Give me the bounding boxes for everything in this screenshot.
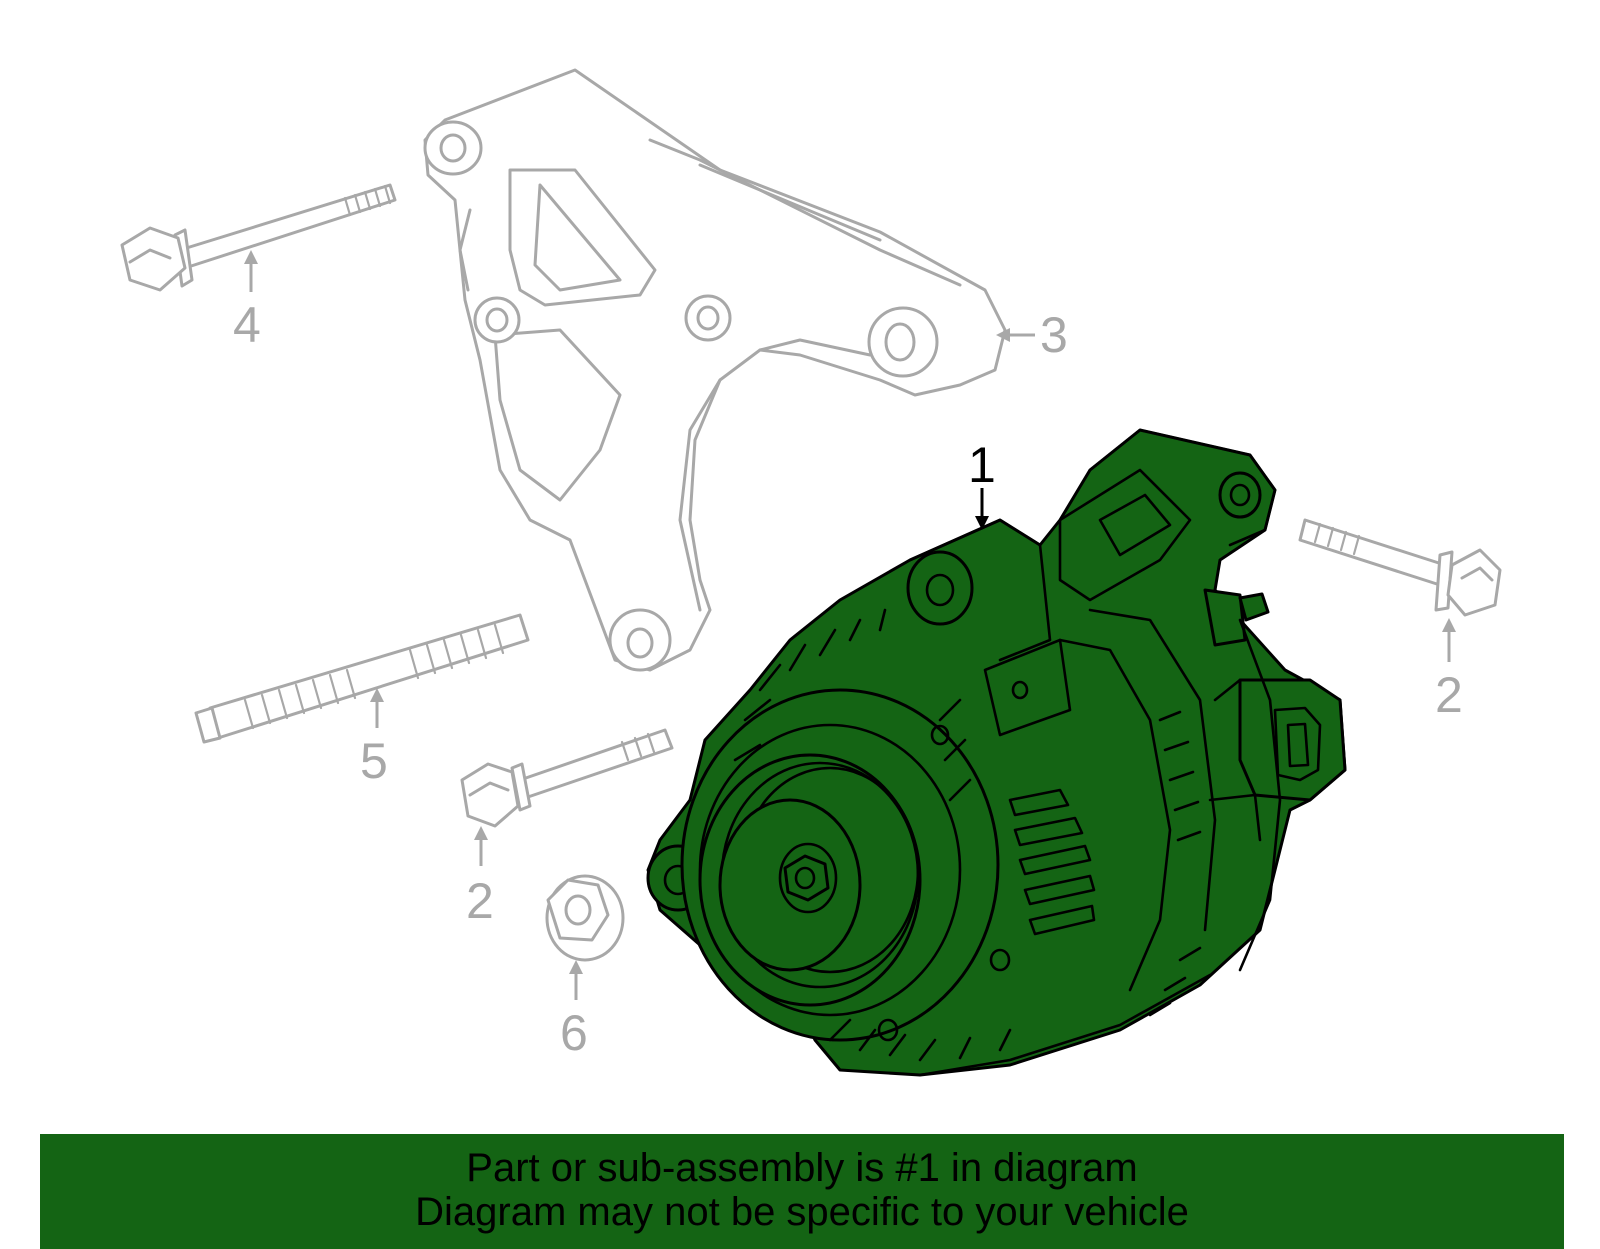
callout-4-label: 4 [233, 297, 261, 353]
callout-5-arrow-icon [370, 688, 384, 702]
callout-1-label: 1 [968, 437, 996, 493]
callout-1[interactable]: 1 [968, 437, 996, 530]
stud-part[interactable] [194, 613, 530, 744]
nut-part[interactable] [545, 874, 625, 962]
callout-2-lower-arrow-icon [474, 826, 488, 840]
callout-6-label: 6 [560, 1005, 588, 1061]
callout-2-lower-label: 2 [466, 873, 494, 929]
callout-3-label: 3 [1040, 307, 1068, 363]
callout-5-label: 5 [360, 733, 388, 789]
alternator-part[interactable] [646, 428, 1347, 1077]
callout-5[interactable]: 5 [360, 688, 388, 789]
callout-2-right-label: 2 [1435, 667, 1463, 723]
callout-4-arrow-icon [244, 250, 258, 264]
callout-2-right[interactable]: 2 [1435, 618, 1463, 723]
banner-line-1: Part or sub-assembly is #1 in diagram [466, 1146, 1138, 1190]
callout-3-arrow-icon [996, 328, 1010, 342]
callout-4[interactable]: 4 [233, 250, 261, 353]
callout-6[interactable]: 6 [560, 960, 588, 1061]
banner-line-2: Diagram may not be specific to your vehi… [415, 1190, 1189, 1234]
bracket-part[interactable] [423, 68, 1007, 672]
callout-3[interactable]: 3 [996, 307, 1068, 363]
callout-2-lower[interactable]: 2 [466, 826, 494, 929]
bolt-lower-part[interactable] [460, 728, 674, 828]
callout-1-arrow-icon [975, 516, 989, 530]
long-bolt-part[interactable] [120, 183, 397, 292]
info-banner: Part or sub-assembly is #1 in diagram Di… [40, 1134, 1564, 1249]
callout-2-right-arrow-icon [1442, 618, 1456, 632]
callout-6-arrow-icon [569, 960, 583, 974]
bolt-right-part[interactable] [1298, 518, 1502, 617]
